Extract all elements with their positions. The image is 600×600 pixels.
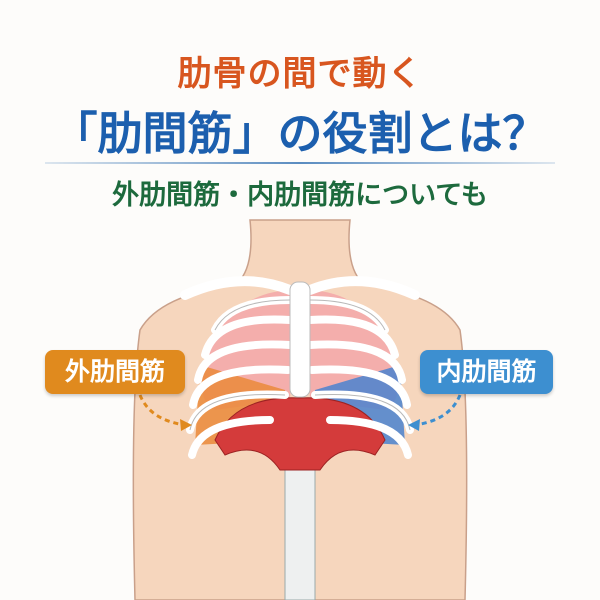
internal-intercostal-label: 内肋間筋 xyxy=(420,350,553,394)
ribs-outline xyxy=(189,299,411,431)
clavicles xyxy=(180,276,420,300)
sternum xyxy=(289,281,311,398)
divider xyxy=(45,162,555,164)
external-arrow-head xyxy=(180,419,192,431)
title-line1: 肋骨の間で動く xyxy=(177,54,423,94)
diaphragm xyxy=(214,397,386,471)
title-line2: 「肋間筋」の役割とは？ xyxy=(52,107,548,160)
internal-arrow-head xyxy=(408,419,420,431)
internal-arrow xyxy=(414,394,462,427)
external-intercostal-label: 外肋間筋 xyxy=(45,350,185,394)
subtitle: 外肋間筋・内肋間筋についても xyxy=(112,180,488,211)
external-arrow xyxy=(138,394,186,427)
ribcage-illustration xyxy=(132,219,468,600)
